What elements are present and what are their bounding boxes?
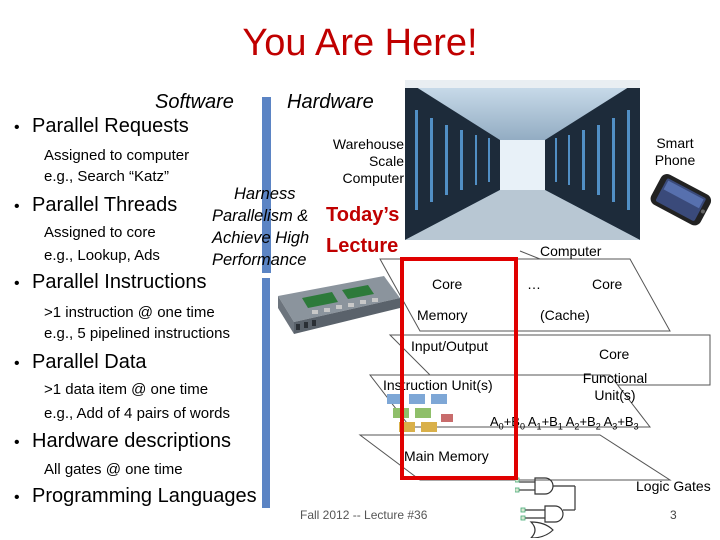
bullet-detail: e.g., Search “Katz” xyxy=(44,168,170,185)
page-number: 3 xyxy=(670,508,677,522)
bullet-parallel-data: •Parallel Data xyxy=(14,351,147,373)
slide-title: You Are Here! xyxy=(242,22,478,64)
computer-label: Computer xyxy=(540,243,602,259)
bullet-label: Parallel Threads xyxy=(32,194,178,216)
bullet-label: Parallel Requests xyxy=(32,115,189,137)
harness-text: Harness Parallelism & Achieve High Perfo… xyxy=(212,183,328,271)
cache-label: (Cache) xyxy=(540,307,590,323)
bullet-parallel-instructions: •Parallel Instructions xyxy=(14,271,207,293)
computer-plane xyxy=(379,258,671,332)
bullet-detail: e.g., Add of 4 pairs of words xyxy=(44,405,230,422)
logic-gates-diagram xyxy=(515,477,576,538)
bullet-detail: Assigned to computer xyxy=(44,147,190,164)
divider-bar-upper xyxy=(262,97,271,273)
footer-text: Fall 2012 -- Lecture #36 xyxy=(300,508,428,522)
harness-line: Achieve High xyxy=(212,229,310,247)
functional-unit-label: Functional Unit(s) xyxy=(572,370,658,404)
software-header: Software xyxy=(155,91,234,113)
bullet-hardware-descriptions: •Hardware descriptions xyxy=(14,430,231,452)
todays-lecture-label: Today’s Lecture xyxy=(326,200,399,262)
smartphone-line: Phone xyxy=(654,152,696,168)
bullet-programming-languages: •Programming Languages xyxy=(14,485,257,507)
warehouse-line: Computer xyxy=(342,170,404,186)
smartphone-line: Smart xyxy=(656,135,694,151)
todays-lecture-line: Lecture xyxy=(326,235,399,257)
bullet-parallel-requests: •Parallel Requests xyxy=(14,115,189,137)
harness-line: Performance xyxy=(212,251,307,269)
bullet-detail: >1 data item @ one time xyxy=(44,381,209,398)
datacenter-image xyxy=(405,80,640,240)
hardware-header: Hardware xyxy=(287,91,374,113)
bullet-detail: e.g., Lookup, Ads xyxy=(44,247,160,264)
bullet-parallel-threads: •Parallel Threads xyxy=(14,194,178,216)
io-label: Input/Output xyxy=(411,338,489,354)
logic-gates-label: Logic Gates xyxy=(636,478,711,494)
memory-label: Memory xyxy=(417,307,468,323)
bullet-label: Parallel Data xyxy=(32,351,147,373)
bullet-detail: All gates @ one time xyxy=(44,461,183,478)
todays-lecture-highlight-box xyxy=(400,257,518,480)
bullet-label: Parallel Instructions xyxy=(32,271,207,293)
core-right-label: Core xyxy=(592,276,623,292)
core-small-label: Core xyxy=(599,346,630,362)
bullet-label: Hardware descriptions xyxy=(32,430,231,452)
smartphone-image xyxy=(638,172,720,230)
todays-lecture-line: Today’s xyxy=(326,204,400,226)
warehouse-line: Warehouse xyxy=(332,136,404,152)
harness-line: Parallelism & xyxy=(212,207,309,225)
hierarchy-planes xyxy=(358,250,711,481)
bullet-detail: e.g., 5 pipelined instructions xyxy=(44,325,230,342)
bullet-label: Programming Languages xyxy=(32,485,257,507)
functional-unit-line: Functional xyxy=(582,370,648,386)
functional-unit-line: Unit(s) xyxy=(594,387,636,403)
server-blade-image xyxy=(272,268,404,338)
bullet-detail: >1 instruction @ one time xyxy=(44,304,215,321)
ellipsis-label: … xyxy=(527,276,541,292)
harness-line: Harness xyxy=(234,185,296,203)
add-pairs-formula: A0+B0 A1+B1 A2+B2 A3+B3 xyxy=(490,414,639,432)
core-plane xyxy=(388,334,711,386)
instruction-unit-label: Instruction Unit(s) xyxy=(383,377,493,393)
divider-bar-lower xyxy=(262,278,270,508)
smartphone-label: Smart Phone xyxy=(648,135,702,169)
warehouse-line: Scale xyxy=(368,153,404,169)
main-memory-label: Main Memory xyxy=(404,448,489,464)
warehouse-label: Warehouse Scale Computer xyxy=(300,136,404,187)
core-left-label: Core xyxy=(432,276,463,292)
bullet-detail: Assigned to core xyxy=(44,224,156,241)
